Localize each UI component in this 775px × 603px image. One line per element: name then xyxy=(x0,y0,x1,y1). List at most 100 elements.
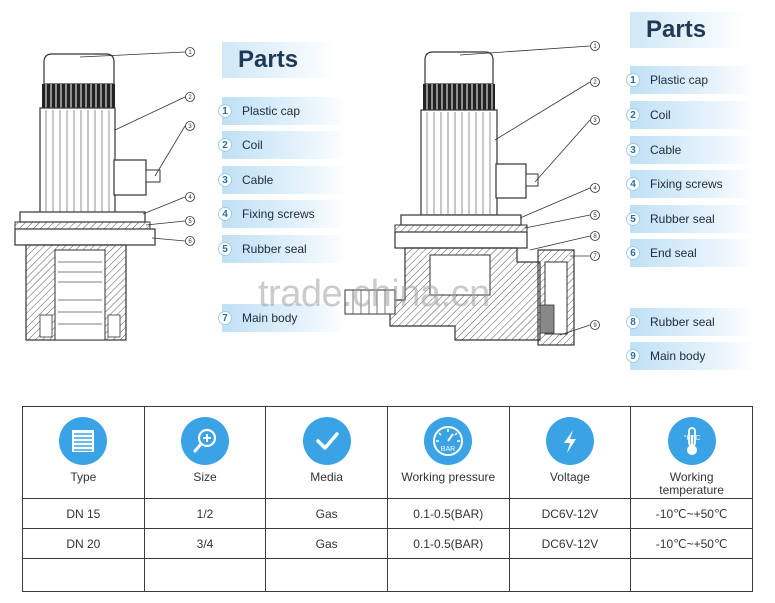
right-parts-title: Parts xyxy=(630,12,745,48)
part-label: Plastic cap xyxy=(242,104,301,118)
checkmark-icon xyxy=(302,417,351,465)
right-callout-8: 8 xyxy=(593,234,597,240)
part-number-badge: 9 xyxy=(626,349,640,363)
spec-header-size: Size xyxy=(143,406,267,499)
spec-header-temperature: °F °C Working temperature xyxy=(630,406,753,499)
part-label: Coil xyxy=(650,108,671,122)
part-number-badge: 8 xyxy=(626,315,640,329)
right-callout-3: 3 xyxy=(593,118,597,124)
spec-header-label: Media xyxy=(310,470,343,484)
right-parts-item: 1 Plastic cap xyxy=(626,66,755,94)
spec-header-label: Working temperature xyxy=(659,470,724,497)
part-number-badge: 1 xyxy=(626,73,640,87)
part-number-badge: 3 xyxy=(218,173,232,187)
table-cell: 0.1-0.5(BAR) xyxy=(386,498,510,529)
part-label: Fixing screws xyxy=(650,177,723,191)
left-callout-4: 4 xyxy=(188,195,192,201)
watermark: trade.china.cn xyxy=(258,273,490,315)
right-valve-drawing: 1 2 3 4 5 8 7 9 xyxy=(335,0,615,370)
part-number-badge: 7 xyxy=(218,311,232,325)
right-parts-item: 2 Coil xyxy=(626,101,755,129)
part-number-badge: 4 xyxy=(218,207,232,221)
part-number-badge: 3 xyxy=(626,143,640,157)
spec-header-label: Size xyxy=(193,470,217,484)
part-label: Plastic cap xyxy=(650,73,709,87)
part-number-badge: 2 xyxy=(626,108,640,122)
spec-header-media: Media xyxy=(265,406,388,499)
left-callout-6: 6 xyxy=(188,239,192,245)
left-valve-drawing: 1 2 3 4 5 6 xyxy=(0,0,215,360)
part-number-badge: 5 xyxy=(218,242,232,256)
list-icon xyxy=(59,417,108,465)
right-callout-7: 7 xyxy=(593,254,597,260)
part-number-badge: 4 xyxy=(626,177,640,191)
part-number-badge: 5 xyxy=(626,212,640,226)
table-cell: Gas xyxy=(265,498,388,529)
right-callout-5: 5 xyxy=(593,213,597,219)
table-row-empty xyxy=(22,558,753,592)
right-parts-item: 9 Main body xyxy=(626,342,755,370)
part-label: Cable xyxy=(650,143,682,157)
table-cell: DC6V-12V xyxy=(508,528,632,559)
table-cell: -10℃~+50℃ xyxy=(630,528,753,559)
left-parts-item: 2 Coil xyxy=(218,131,347,159)
spec-header-type: Type xyxy=(22,406,145,499)
table-row: DN 15 1/2 Gas 0.1-0.5(BAR) DC6V-12V -10℃… xyxy=(22,498,753,529)
left-callout-2: 2 xyxy=(188,95,192,101)
right-callout-1: 1 xyxy=(593,44,597,50)
table-row: DN 20 3/4 Gas 0.1-0.5(BAR) DC6V-12V -10℃… xyxy=(22,528,753,559)
spec-header-label: Type xyxy=(70,470,97,484)
part-label: Fixing screws xyxy=(242,207,315,221)
temperature-units-text: °F °C xyxy=(683,434,700,442)
table-cell: -10℃~+50℃ xyxy=(630,498,753,529)
table-cell: DN 15 xyxy=(22,498,145,529)
right-callout-9: 9 xyxy=(593,323,597,329)
left-parts-item: 5 Rubber seal xyxy=(218,235,347,263)
pressure-gauge-icon: BAR xyxy=(424,417,473,465)
part-label: Coil xyxy=(242,138,263,152)
lightning-icon xyxy=(545,417,594,465)
part-label: Cable xyxy=(242,173,274,187)
magnifier-icon xyxy=(180,417,229,465)
spec-header-voltage: Voltage xyxy=(508,406,632,499)
left-callout-1: 1 xyxy=(188,50,192,56)
left-parts-item: 1 Plastic cap xyxy=(218,97,347,125)
left-parts-title: Parts xyxy=(222,42,337,78)
part-label: Rubber seal xyxy=(650,212,715,226)
part-number-badge: 2 xyxy=(218,138,232,152)
left-callout-3: 3 xyxy=(188,124,192,130)
part-label: Main body xyxy=(242,311,298,325)
spec-header-label: Voltage xyxy=(549,470,590,484)
table-cell xyxy=(22,558,145,592)
table-cell xyxy=(630,558,753,592)
part-label: Main body xyxy=(650,349,706,363)
table-cell xyxy=(508,558,632,592)
table-cell: Gas xyxy=(265,528,388,559)
part-label: End seal xyxy=(650,246,697,260)
left-parts-item: 3 Cable xyxy=(218,166,347,194)
gauge-unit-text: BAR xyxy=(441,446,455,453)
spec-header-pressure: BAR Working pressure xyxy=(386,406,510,499)
spec-table: Type Size Media BAR Working pressure Vol… xyxy=(22,406,753,592)
right-parts-item: 3 Cable xyxy=(626,136,755,164)
right-parts-item: 4 Fixing screws xyxy=(626,170,755,198)
left-callout-5: 5 xyxy=(188,219,192,225)
table-cell: DN 20 xyxy=(22,528,145,559)
left-parts-item: 4 Fixing screws xyxy=(218,200,347,228)
table-cell: 0.1-0.5(BAR) xyxy=(386,528,510,559)
table-cell xyxy=(143,558,267,592)
spec-header-row: Type Size Media BAR Working pressure Vol… xyxy=(22,406,753,499)
left-parts-item: 7 Main body xyxy=(218,304,347,332)
part-label: Rubber seal xyxy=(242,242,307,256)
part-number-badge: 1 xyxy=(218,104,232,118)
table-cell xyxy=(386,558,510,592)
table-cell: 1/2 xyxy=(143,498,267,529)
table-cell: 3/4 xyxy=(143,528,267,559)
spec-header-label: Working pressure xyxy=(401,470,496,484)
table-cell xyxy=(265,558,388,592)
thermometer-icon: °F °C xyxy=(667,417,716,465)
right-callout-4: 4 xyxy=(593,186,597,192)
right-parts-item: 5 Rubber seal xyxy=(626,205,755,233)
